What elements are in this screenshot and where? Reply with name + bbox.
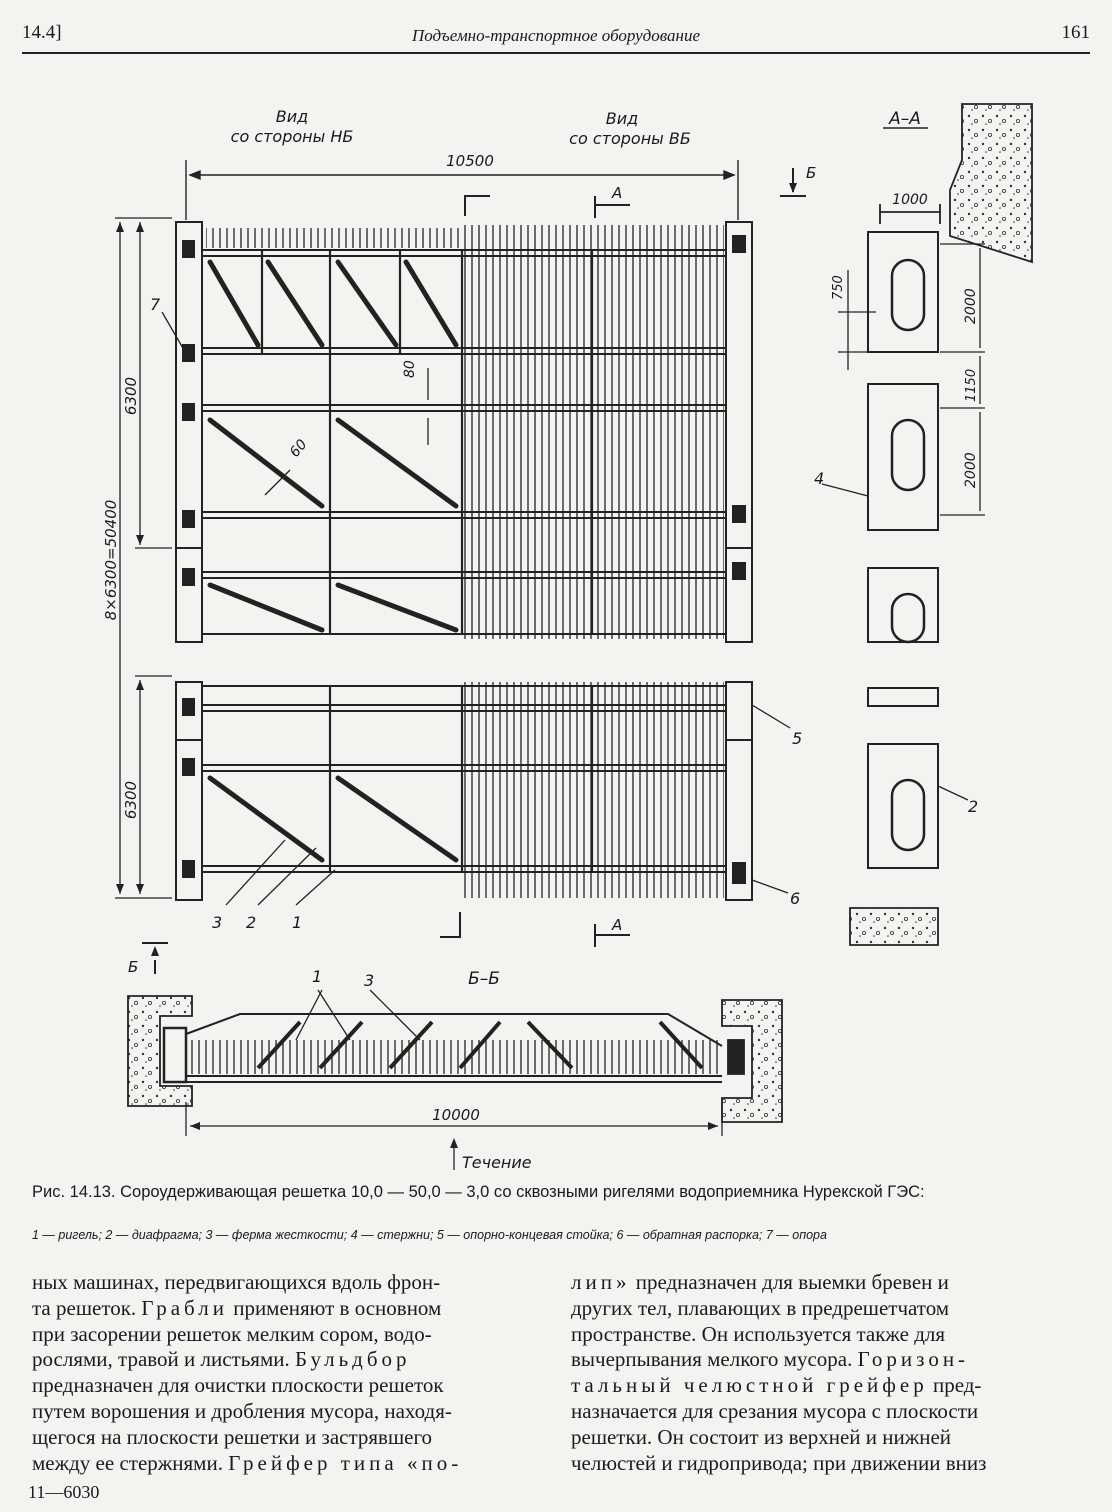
figure-caption: Рис. 14.13. Сороудерживающая решетка 10,… xyxy=(32,1183,925,1201)
running-title: Подъемно-транспортное оборудование xyxy=(411,26,701,45)
dim-1150: 1150 xyxy=(964,369,979,402)
mark-3: 3 xyxy=(212,913,222,932)
view-labels: Вид со стороны НБ Вид со стороны ВБ А–А xyxy=(231,107,928,148)
dim-80: 80 xyxy=(402,360,418,378)
mark-2: 2 xyxy=(246,913,256,932)
mark-4: 4 xyxy=(814,469,824,488)
section-markers xyxy=(142,168,806,974)
mark-7: 7 xyxy=(150,295,161,314)
inner-dims xyxy=(264,368,429,496)
dim-6300-top: 6300 xyxy=(122,377,140,415)
mark-1-bb: 1 xyxy=(312,967,322,986)
section-bb-label: Б–Б xyxy=(468,969,500,989)
mark-1: 1 xyxy=(292,913,302,932)
section-aa-label: А–А xyxy=(888,109,921,129)
dim-750: 750 xyxy=(831,275,846,300)
dim-1000: 1000 xyxy=(892,192,928,208)
view-vb-label-2: со стороны ВБ xyxy=(569,129,691,148)
mark-3-bb: 3 xyxy=(364,971,374,990)
body-column-left: ных машинах, передвигающихся вдоль фрон-… xyxy=(32,1270,552,1476)
view-nb-label-1: Вид xyxy=(276,107,308,126)
left-dimensions xyxy=(115,217,172,899)
dim-10500: 10500 xyxy=(446,152,494,170)
trash-rack-drawing: Вид со стороны НБ Вид со стороны ВБ А–А … xyxy=(102,103,1033,1172)
view-nb-label-2: со стороны НБ xyxy=(231,127,354,146)
dim-2000-b: 2000 xyxy=(963,452,979,488)
section-bb xyxy=(127,989,783,1170)
section-number: 14.4] xyxy=(22,22,62,43)
text-line: пространстве. Он используется также для xyxy=(571,1321,946,1346)
flow-label: Течение xyxy=(462,1153,532,1172)
section-aa xyxy=(821,103,1033,946)
dim-60: 60 xyxy=(287,437,311,461)
view-vb-label-1: Вид xyxy=(606,109,638,128)
text-line: лип» предназначен для выемки бревен и xyxy=(571,1270,949,1294)
signature-mark: 11—6030 xyxy=(28,1482,100,1502)
page-header: 14.4] Подъемно-транспортное оборудование… xyxy=(22,18,1090,54)
mark-a-bottom: А xyxy=(611,916,622,934)
dim-50400: 8×6300=50400 xyxy=(102,500,120,621)
figure-legend: 1 — ригель; 2 — диафрагма; 3 — ферма жес… xyxy=(32,1228,827,1242)
text-line: ных машинах, передвигающихся вдоль фрон- xyxy=(32,1270,441,1294)
text-line: рослями, травой и листьями. Бульдбор xyxy=(32,1347,411,1372)
mark-5: 5 xyxy=(792,729,802,748)
lower-panel xyxy=(175,681,753,901)
upper-panel xyxy=(175,221,753,643)
text-line: челюстей и гидропривода; при движении вн… xyxy=(571,1450,987,1475)
text-line: щегося на плоскости решетки и застрявшег… xyxy=(32,1424,433,1449)
page-number: 161 xyxy=(1061,22,1091,43)
leaders xyxy=(161,311,791,906)
mark-6: 6 xyxy=(790,889,800,908)
text-line: та решеток. Грабли применяют в основном xyxy=(32,1295,442,1320)
text-line: других тел, плавающих в предрешетчатом xyxy=(571,1295,950,1320)
body-column-right: лип» предназначен для выемки бревен и др… xyxy=(571,1270,1091,1476)
dim-total-width xyxy=(185,160,739,220)
dim-2000-a: 2000 xyxy=(963,288,979,324)
dim-6300-bottom: 6300 xyxy=(122,781,140,819)
mark-b-bottom: Б xyxy=(128,958,138,976)
mark-a-top: А xyxy=(611,184,622,202)
mark-b-top: Б xyxy=(806,164,816,182)
mark-2-aa: 2 xyxy=(968,797,978,816)
text-line: при засорении решеток мелким сором, водо… xyxy=(32,1321,432,1346)
text-line: назначается для срезания мусора с плоско… xyxy=(571,1398,979,1423)
text-line: решетки. Он состоит из верхней и нижней xyxy=(571,1424,952,1449)
text-line: вычерпывания мелкого мусора. Горизон- xyxy=(571,1347,970,1372)
dim-10000: 10000 xyxy=(432,1106,480,1124)
text-line: между ее стержнями. Грейфер типа «по- xyxy=(32,1450,463,1475)
text-line: предназначен для очистки плоскости решет… xyxy=(32,1373,444,1398)
text-line: тальный челюстной грейфер пред- xyxy=(571,1373,982,1398)
text-line: путем ворошения и дробления мусора, нахо… xyxy=(32,1398,452,1423)
